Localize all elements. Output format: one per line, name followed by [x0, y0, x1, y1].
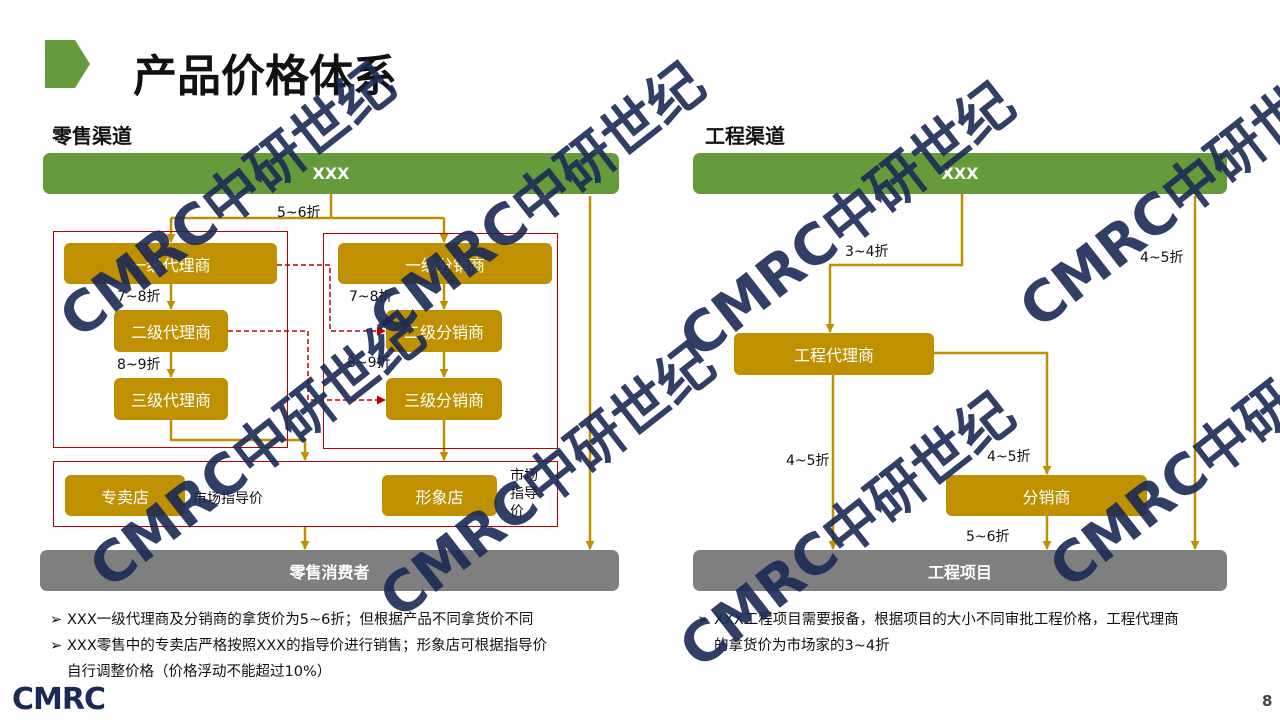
discount-label: 4~5折: [1140, 250, 1184, 266]
store-note-vertical: 市场指导价: [510, 468, 538, 520]
store-note: 市场指导价: [193, 491, 263, 507]
agent-level-2: 二级代理商: [114, 310, 228, 352]
exclusive-store: 专卖店: [65, 475, 185, 516]
discount-label: 4~5折: [987, 449, 1031, 465]
distributor-frame: [323, 233, 558, 449]
discount-label: 5~6折: [966, 529, 1010, 545]
discount-label: 4~5折: [786, 453, 830, 469]
distributor-level-3: 三级分销商: [386, 378, 502, 420]
retail-heading: 零售渠道: [52, 124, 132, 148]
discount-label: 7~8折: [117, 289, 161, 305]
discount-label: 5~6折: [277, 205, 321, 221]
agent-level-3: 三级代理商: [114, 378, 228, 420]
distributor-level-2: 二级分销商: [386, 310, 502, 352]
engineering-xxx-bar: XXX: [693, 153, 1227, 194]
page-title: 产品价格体系: [133, 51, 397, 102]
store-frame: [53, 461, 558, 527]
retail-consumer-bar: 零售消费者: [40, 550, 619, 591]
distributor-level-1: 一级分销商: [338, 243, 552, 284]
engineering-notes: ➢XXX工程项目需要报备，根据项目的大小不同审批工程价格，工程代理商 的拿货价为…: [697, 612, 1179, 654]
retail-notes: ➢XXX一级代理商及分销商的拿货价为5~6折；但根据产品不同拿货价不同 ➢XXX…: [50, 612, 548, 680]
discount-label: 8~9折: [117, 357, 161, 373]
cmrc-logo: CMRC: [12, 682, 106, 717]
agent-frame: [53, 231, 288, 448]
engineering-project-bar: 工程项目: [693, 550, 1227, 591]
discount-label: 7~8折: [349, 289, 393, 305]
page-number: 8: [1262, 692, 1273, 710]
retail-xxx-bar: XXX: [43, 153, 619, 194]
engineering-distributor: 分销商: [946, 475, 1147, 516]
engineering-heading: 工程渠道: [705, 124, 785, 148]
agent-level-1: 一级代理商: [64, 243, 277, 284]
discount-label: 8~9折: [347, 355, 391, 371]
image-store: 形象店: [382, 475, 497, 516]
discount-label: 3~4折: [845, 244, 889, 260]
engineering-agent: 工程代理商: [734, 333, 934, 375]
